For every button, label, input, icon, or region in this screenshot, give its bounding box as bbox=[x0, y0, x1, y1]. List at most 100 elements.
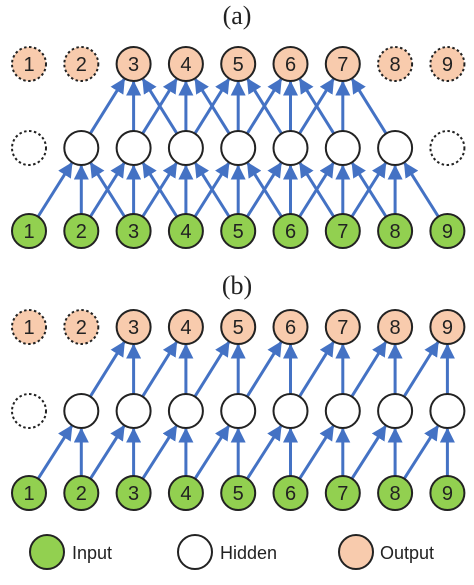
input-node-1-label: 1 bbox=[23, 483, 34, 505]
edge-input-3-to-hidden-4 bbox=[141, 424, 178, 480]
output-node-2 bbox=[63, 46, 100, 82]
edge-hidden-8-to-output-9 bbox=[402, 341, 440, 398]
hidden-node-8 bbox=[377, 130, 414, 166]
legend-input-label: Input bbox=[72, 543, 112, 563]
edges bbox=[36, 341, 455, 480]
output-node-4-label: 4 bbox=[180, 317, 191, 339]
hidden-node-7 bbox=[324, 130, 361, 166]
input-node-6 bbox=[272, 475, 309, 511]
edge-input-6-to-hidden-7 bbox=[298, 424, 335, 480]
edge-input-4-to-hidden-5 bbox=[193, 424, 230, 480]
hidden-node-8 bbox=[377, 393, 414, 429]
input-node-9 bbox=[429, 475, 466, 511]
hidden-node-3 bbox=[115, 130, 152, 166]
edge-hidden-5-to-output-6 bbox=[245, 341, 283, 398]
output-node-4 bbox=[167, 309, 204, 345]
output-node-5-label: 5 bbox=[233, 54, 244, 76]
edge-hidden-2-to-output-3 bbox=[89, 78, 126, 135]
input-node-3 bbox=[115, 213, 152, 249]
hidden-node-5 bbox=[220, 130, 257, 166]
legend-output-swatch bbox=[338, 534, 374, 570]
input-node-3 bbox=[115, 475, 152, 511]
input-node-6-label: 6 bbox=[285, 221, 296, 243]
panel-a-label: (a) bbox=[223, 1, 252, 30]
input-node-8 bbox=[377, 213, 414, 249]
output-node-3-label: 3 bbox=[128, 317, 139, 339]
output-node-9-label: 9 bbox=[442, 317, 453, 339]
output-node-1 bbox=[11, 309, 47, 345]
output-node-1-label: 1 bbox=[23, 54, 34, 76]
output-node-8-label: 8 bbox=[390, 54, 401, 76]
output-node-4 bbox=[167, 46, 204, 82]
edge-input-1-to-hidden-2 bbox=[36, 424, 73, 480]
edge-input-8-to-hidden-7 bbox=[351, 161, 388, 218]
edge-input-1-to-hidden-2 bbox=[36, 161, 73, 218]
hidden-node-2 bbox=[63, 393, 100, 429]
panel-b-label: (b) bbox=[222, 271, 252, 300]
input-node-8-label: 8 bbox=[390, 221, 401, 243]
input-node-2 bbox=[63, 213, 100, 249]
input-node-5-label: 5 bbox=[233, 221, 244, 243]
output-node-1-label: 1 bbox=[23, 317, 34, 339]
hidden-node-5 bbox=[220, 393, 257, 429]
edge-hidden-7-to-output-6 bbox=[298, 78, 336, 135]
input-node-9-label: 9 bbox=[442, 221, 453, 243]
input-node-6-label: 6 bbox=[285, 483, 296, 505]
edge-input-5-to-hidden-6 bbox=[246, 424, 283, 480]
input-node-8-label: 8 bbox=[390, 483, 401, 505]
output-node-3 bbox=[115, 46, 152, 82]
hidden-node-1 bbox=[11, 130, 47, 166]
edge-hidden-8-to-output-7 bbox=[351, 78, 388, 135]
output-node-6-label: 6 bbox=[285, 317, 296, 339]
hidden-node-9 bbox=[429, 130, 466, 166]
edge-input-9-to-hidden-8 bbox=[403, 161, 440, 218]
edge-input-8-to-hidden-9 bbox=[402, 424, 439, 480]
legend: Input Hidden Output bbox=[29, 534, 434, 570]
legend-hidden-swatch bbox=[177, 534, 213, 570]
output-node-7-label: 7 bbox=[337, 54, 348, 76]
hidden-node-4 bbox=[167, 393, 204, 429]
output-node-6 bbox=[272, 46, 309, 82]
input-node-4 bbox=[167, 213, 204, 249]
input-node-3-label: 3 bbox=[128, 221, 139, 243]
input-node-3-label: 3 bbox=[128, 483, 139, 505]
edge-input-4-to-hidden-3 bbox=[141, 161, 179, 218]
edge-input-7-to-hidden-8 bbox=[350, 424, 387, 480]
edge-hidden-6-to-output-7 bbox=[298, 341, 335, 398]
input-node-9 bbox=[429, 213, 466, 249]
legend-hidden-label: Hidden bbox=[220, 543, 277, 563]
edge-input-6-to-hidden-5 bbox=[246, 161, 283, 218]
output-node-8 bbox=[377, 46, 414, 82]
edge-hidden-5-to-output-4 bbox=[194, 78, 231, 135]
hidden-node-4 bbox=[167, 130, 204, 166]
hidden-node-9 bbox=[429, 393, 466, 429]
output-node-8-label: 8 bbox=[390, 317, 401, 339]
output-node-1 bbox=[11, 46, 47, 82]
output-node-7 bbox=[324, 309, 361, 345]
input-node-1 bbox=[11, 475, 47, 511]
output-node-2 bbox=[63, 309, 100, 345]
input-node-5-label: 5 bbox=[233, 483, 244, 505]
input-node-1 bbox=[11, 213, 47, 249]
output-node-5 bbox=[220, 46, 257, 82]
input-node-1-label: 1 bbox=[23, 221, 34, 243]
output-node-8 bbox=[377, 309, 414, 345]
output-node-9-label: 9 bbox=[442, 54, 453, 76]
hidden-node-7 bbox=[324, 393, 361, 429]
output-node-9 bbox=[429, 46, 466, 82]
output-node-2-label: 2 bbox=[76, 317, 87, 339]
input-node-7 bbox=[324, 213, 361, 249]
output-node-6 bbox=[272, 309, 309, 345]
output-node-2-label: 2 bbox=[76, 54, 87, 76]
edge-input-7-to-hidden-6 bbox=[298, 161, 336, 218]
input-node-4-label: 4 bbox=[180, 221, 191, 243]
input-node-4 bbox=[167, 475, 204, 511]
input-node-7 bbox=[324, 475, 361, 511]
input-node-2-label: 2 bbox=[76, 221, 87, 243]
input-node-4-label: 4 bbox=[180, 483, 191, 505]
